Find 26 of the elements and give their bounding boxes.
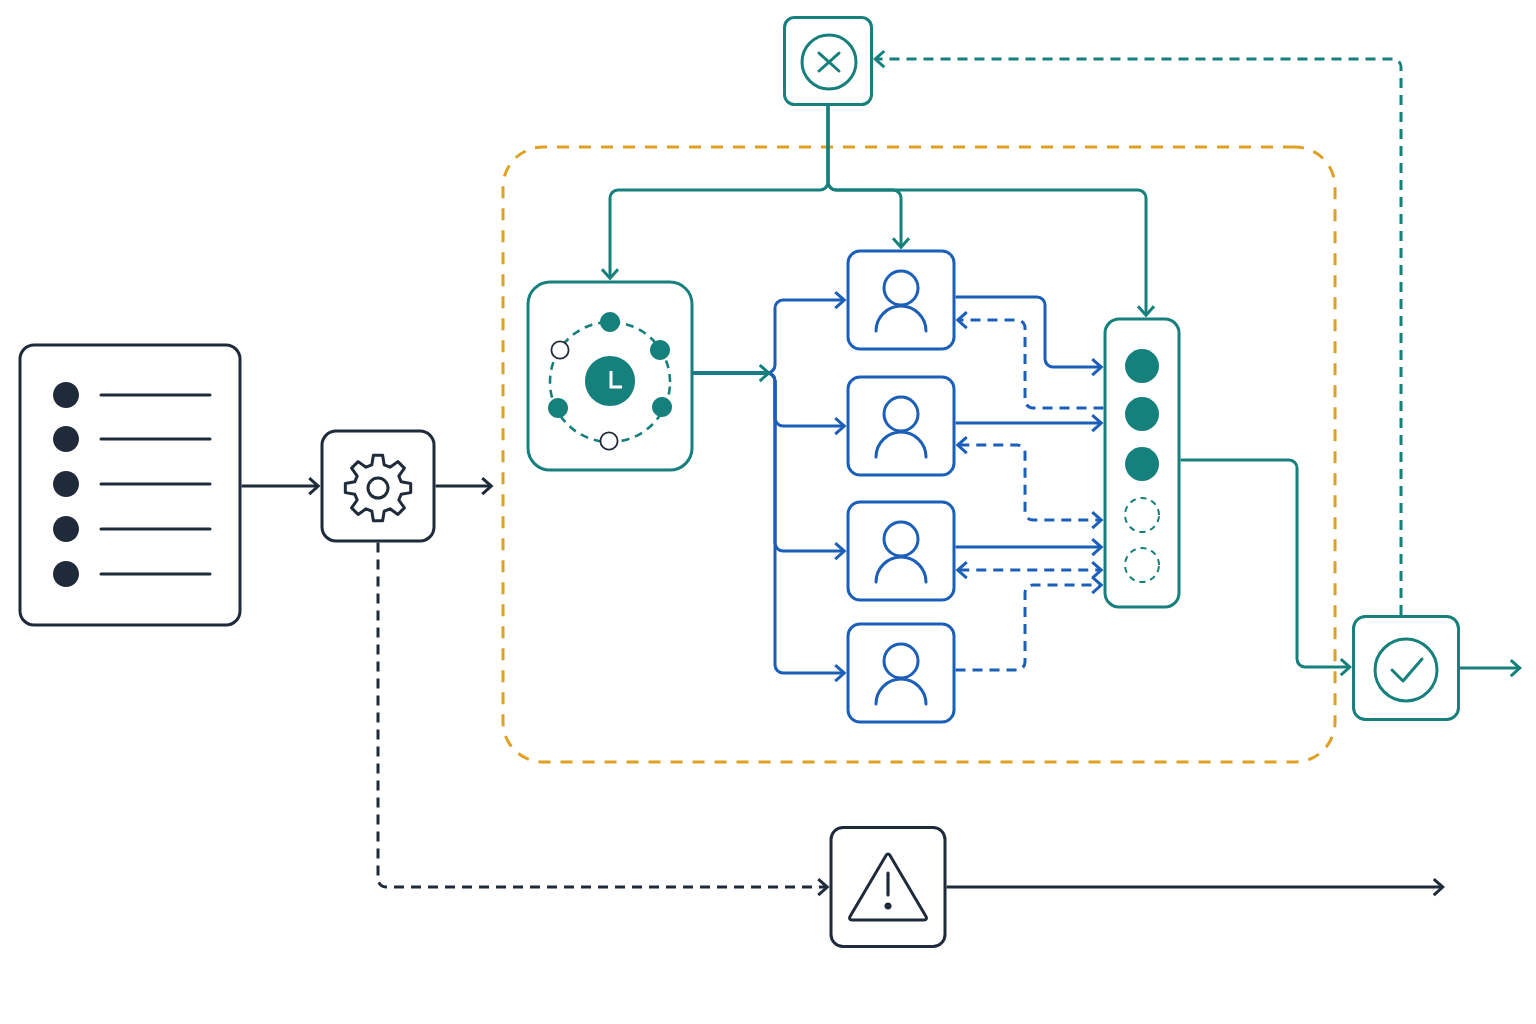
dashed-arrow: [955, 435, 1104, 530]
arrow: [435, 476, 494, 496]
dashed-container: [501, 145, 1337, 764]
arrow: [955, 537, 1104, 557]
document-card: [18, 343, 242, 627]
arrow: [241, 476, 321, 496]
arrow: [826, 106, 1156, 318]
dashed-arrow: [955, 575, 1104, 672]
arrow: [693, 363, 771, 383]
icon-box: [846, 375, 956, 477]
arrow: [955, 413, 1104, 433]
icon-box: [846, 500, 956, 602]
arrow: [946, 877, 1445, 897]
icon-box: [320, 429, 436, 543]
icon-box: [846, 622, 956, 724]
icon-box: [829, 826, 947, 948]
dashed-arrow: [376, 542, 830, 897]
dashed-arrow: [955, 310, 1104, 410]
arrow: [1460, 658, 1522, 678]
dashed-arrow: [873, 49, 1403, 615]
icon-box: [783, 16, 873, 106]
arrow: [1180, 458, 1352, 677]
icon-box: [1352, 615, 1460, 721]
icon-box: [846, 249, 956, 351]
dashed-arrow: [955, 560, 1104, 580]
arrow: [955, 295, 1104, 377]
